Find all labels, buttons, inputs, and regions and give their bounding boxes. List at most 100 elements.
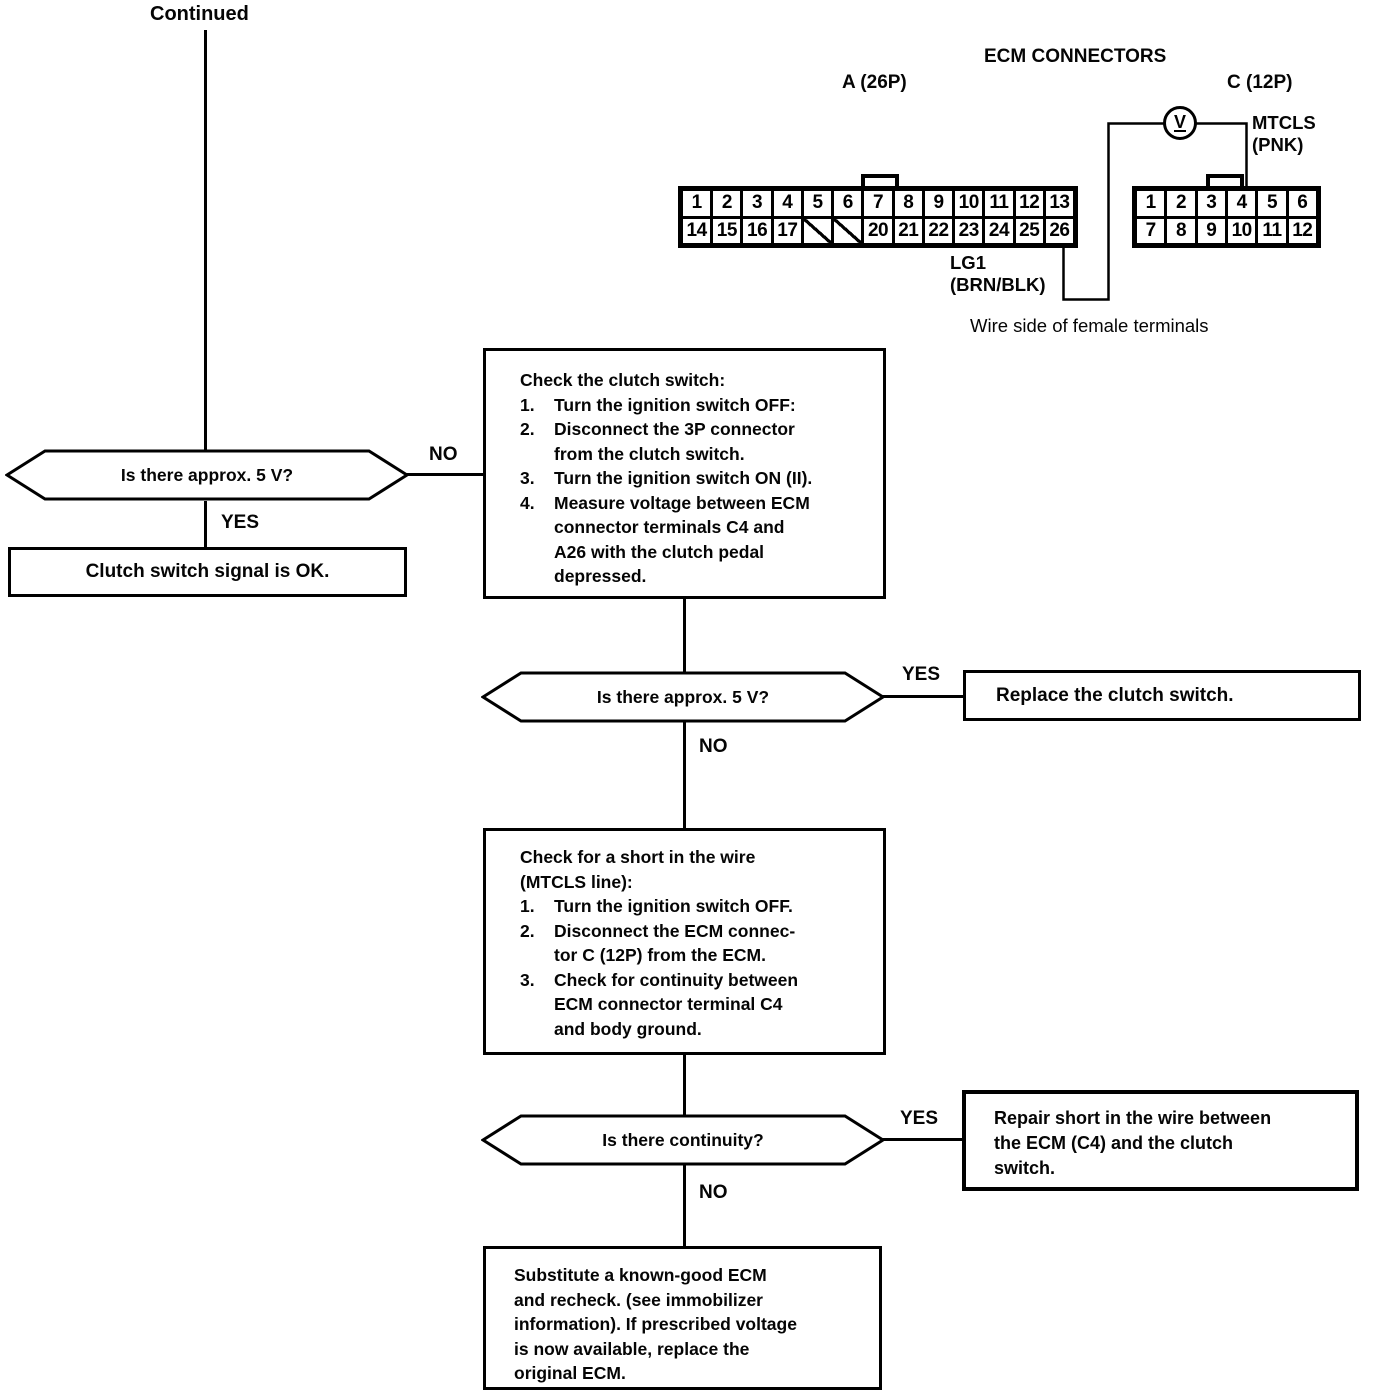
item-text: Check for continuity between ECM connect… <box>554 969 799 1039</box>
pin-cell: 1 <box>683 191 711 216</box>
branch-label-yes: YES <box>900 1108 939 1129</box>
pin-cell: 10 <box>1227 218 1256 243</box>
decision-approx-5v-2: Is there approx. 5 V? <box>481 670 885 724</box>
step-item: 1. Turn the ignition switch OFF: <box>520 393 871 418</box>
a26-probe-wire <box>1062 122 1164 301</box>
hexagon-shape <box>481 1114 885 1166</box>
branch-label-yes: YES <box>221 512 260 533</box>
pin-cell: 17 <box>773 218 801 243</box>
item-text: Measure voltage between ECM connector te… <box>554 492 810 587</box>
pin-cell: 15 <box>713 218 741 243</box>
pin-cell: 5 <box>1258 191 1286 216</box>
decision-continuity: Is there continuity? <box>481 1113 885 1167</box>
item-number: 2. <box>520 419 535 439</box>
pin-cell: 2 <box>713 191 741 216</box>
item-number: 1. <box>520 394 535 415</box>
step-title: Check for a short in the wire (MTCLS lin… <box>520 847 756 892</box>
pin-cell: 7 <box>1137 218 1165 243</box>
hexagon-shape <box>5 449 409 501</box>
result-replace-clutch-switch: Replace the clutch switch. <box>963 670 1361 721</box>
blanked-pin-cell <box>834 218 862 243</box>
pin-cell: 1 <box>1137 191 1165 216</box>
lg1-wire-label: LG1 (BRN/BLK) <box>950 252 1046 296</box>
pin-cell: 12 <box>1015 191 1043 216</box>
step-item: 1. Turn the ignition switch OFF. <box>520 894 871 919</box>
connector-c-label: C (12P) <box>1227 72 1293 93</box>
decision-approx-5v-1: Is there approx. 5 V? <box>5 448 409 502</box>
connector-a-row2: 14 15 16 17 20 21 22 23 24 25 26 <box>683 218 1074 243</box>
pin-cell: 6 <box>834 191 862 216</box>
voltmeter-symbol: V <box>1173 112 1186 132</box>
step-item: 4. Measure voltage between ECM connector… <box>520 491 871 589</box>
pin-cell: 10 <box>955 191 983 216</box>
mtcls-wire-name: MTCLS <box>1252 112 1316 133</box>
result-substitute-ecm: Substitute a known-good ECM and recheck.… <box>483 1246 882 1390</box>
lg1-wire-name: LG1 <box>950 252 986 273</box>
pin-cell: 5 <box>803 191 832 216</box>
step-item: 2. Disconnect the 3P connector from the … <box>520 417 871 466</box>
pin-cell: 8 <box>1167 218 1195 243</box>
pin-cell: 4 <box>1227 191 1256 216</box>
step-title: Check the clutch switch: <box>520 370 726 390</box>
item-number: 2. <box>520 920 535 941</box>
pin-cell: 20 <box>864 218 892 243</box>
pin-cell: 22 <box>924 218 953 243</box>
item-text: Turn the ignition switch ON (II). <box>554 468 813 488</box>
step-item: 2. Disconnect the ECM connec- tor C (12P… <box>520 919 871 968</box>
pin-cell: 11 <box>985 191 1013 216</box>
branch-label-yes: YES <box>902 664 941 685</box>
connector-a-label: A (26P) <box>842 72 907 93</box>
pin-cell: 24 <box>985 218 1013 243</box>
ecm-connectors-title: ECM CONNECTORS <box>984 46 1167 67</box>
connector-a-row1: 1 2 3 4 5 6 7 8 9 10 11 12 13 <box>683 191 1074 216</box>
branch-label-no: NO <box>429 444 458 465</box>
item-text: Turn the ignition switch OFF: <box>554 394 796 415</box>
decision-question: Is there approx. 5 V? <box>120 464 294 485</box>
pin-cell: 21 <box>894 218 922 243</box>
connector-c-row2: 7 8 9 10 11 12 <box>1137 218 1316 243</box>
item-text: Turn the ignition switch OFF. <box>554 896 793 916</box>
pin-cell: 11 <box>1258 218 1286 243</box>
pin-cell: 14 <box>683 218 711 243</box>
item-text: Disconnect the 3P connector from the clu… <box>554 419 795 464</box>
connector-c-row1: 1 2 3 4 5 6 <box>1137 191 1316 216</box>
pin-cell: 25 <box>1015 218 1043 243</box>
step-check-short-mtcls: Check for a short in the wire (MTCLS lin… <box>483 828 886 1055</box>
pin-cell: 4 <box>773 191 801 216</box>
pin-cell: 3 <box>743 191 771 216</box>
branch-label-no: NO <box>699 1182 728 1203</box>
item-text: Disconnect the ECM connec- tor C (12P) f… <box>554 920 796 966</box>
pin-cell: 3 <box>1197 191 1225 216</box>
pin-cell: 16 <box>743 218 771 243</box>
pin-cell: 9 <box>924 191 953 216</box>
mtcls-wire-label: MTCLS (PNK) <box>1252 112 1316 156</box>
continued-label: Continued <box>150 3 249 25</box>
result-repair-short: Repair short in the wire between the ECM… <box>962 1090 1359 1191</box>
decision-question: Is there approx. 5 V? <box>596 686 770 707</box>
item-number: 3. <box>520 969 535 990</box>
step-item: 3. Check for continuity between ECM conn… <box>520 968 871 1042</box>
pin-cell: 13 <box>1045 191 1074 216</box>
item-number: 1. <box>520 896 535 916</box>
c4-probe-wire <box>1196 122 1248 188</box>
hexagon-shape <box>481 671 885 723</box>
step-check-clutch-switch: Check the clutch switch: 1. Turn the ign… <box>483 348 886 599</box>
pin-cell: 9 <box>1197 218 1225 243</box>
pin-cell: 7 <box>864 191 892 216</box>
step-item: 3. Turn the ignition switch ON (II). <box>520 466 871 491</box>
pin-cell: 8 <box>894 191 922 216</box>
pin-cell: 26 <box>1045 218 1074 243</box>
pin-cell: 6 <box>1288 191 1316 216</box>
pin-cell: 2 <box>1167 191 1195 216</box>
pin-cell: 23 <box>955 218 983 243</box>
blanked-pin-cell <box>803 218 832 243</box>
branch-label-no: NO <box>699 736 728 757</box>
item-number: 4. <box>520 492 535 513</box>
mtcls-wire-color: (PNK) <box>1252 134 1304 155</box>
lg1-wire-color: (BRN/BLK) <box>950 274 1046 295</box>
pin-cell: 12 <box>1288 218 1316 243</box>
connector-a-26p: 1 2 3 4 5 6 7 8 9 10 11 12 13 14 15 16 1… <box>678 186 1078 248</box>
item-number: 3. <box>520 468 535 488</box>
